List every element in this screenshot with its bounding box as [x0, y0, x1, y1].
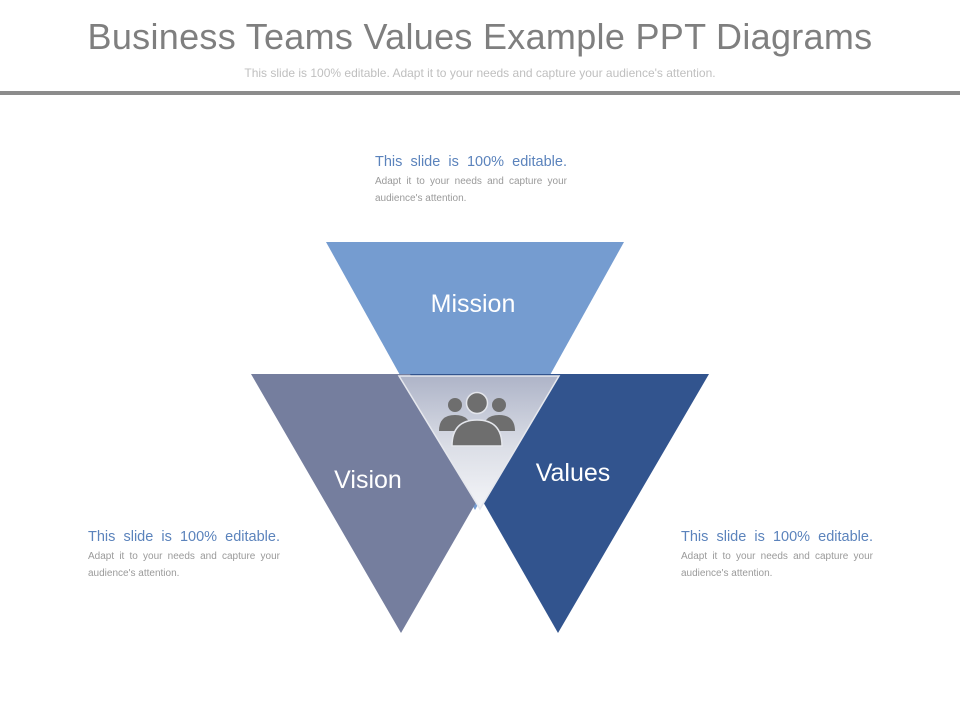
- values-description-lead: This slide is 100% editable.: [681, 529, 873, 545]
- title-divider: [0, 91, 960, 95]
- mission-description-lead: This slide is 100% editable.: [375, 154, 567, 170]
- mission-label: Mission: [431, 290, 516, 318]
- values-description-rest: Adapt it to your needs and capture your …: [681, 551, 873, 579]
- values-label: Values: [536, 459, 611, 487]
- values-description: This slide is 100% editable. Adapt it to…: [681, 527, 873, 581]
- vision-description-rest: Adapt it to your needs and capture your …: [88, 551, 280, 579]
- vision-label: Vision: [334, 466, 402, 494]
- team-icon: [439, 391, 515, 447]
- mission-description: This slide is 100% editable. Adapt it to…: [375, 152, 567, 206]
- mission-description-rest: Adapt it to your needs and capture your …: [375, 176, 567, 204]
- page-title: Business Teams Values Example PPT Diagra…: [87, 16, 873, 57]
- page-subtitle: This slide is 100% editable. Adapt it to…: [244, 66, 716, 80]
- vision-description: This slide is 100% editable. Adapt it to…: [88, 527, 280, 581]
- vision-description-lead: This slide is 100% editable.: [88, 529, 280, 545]
